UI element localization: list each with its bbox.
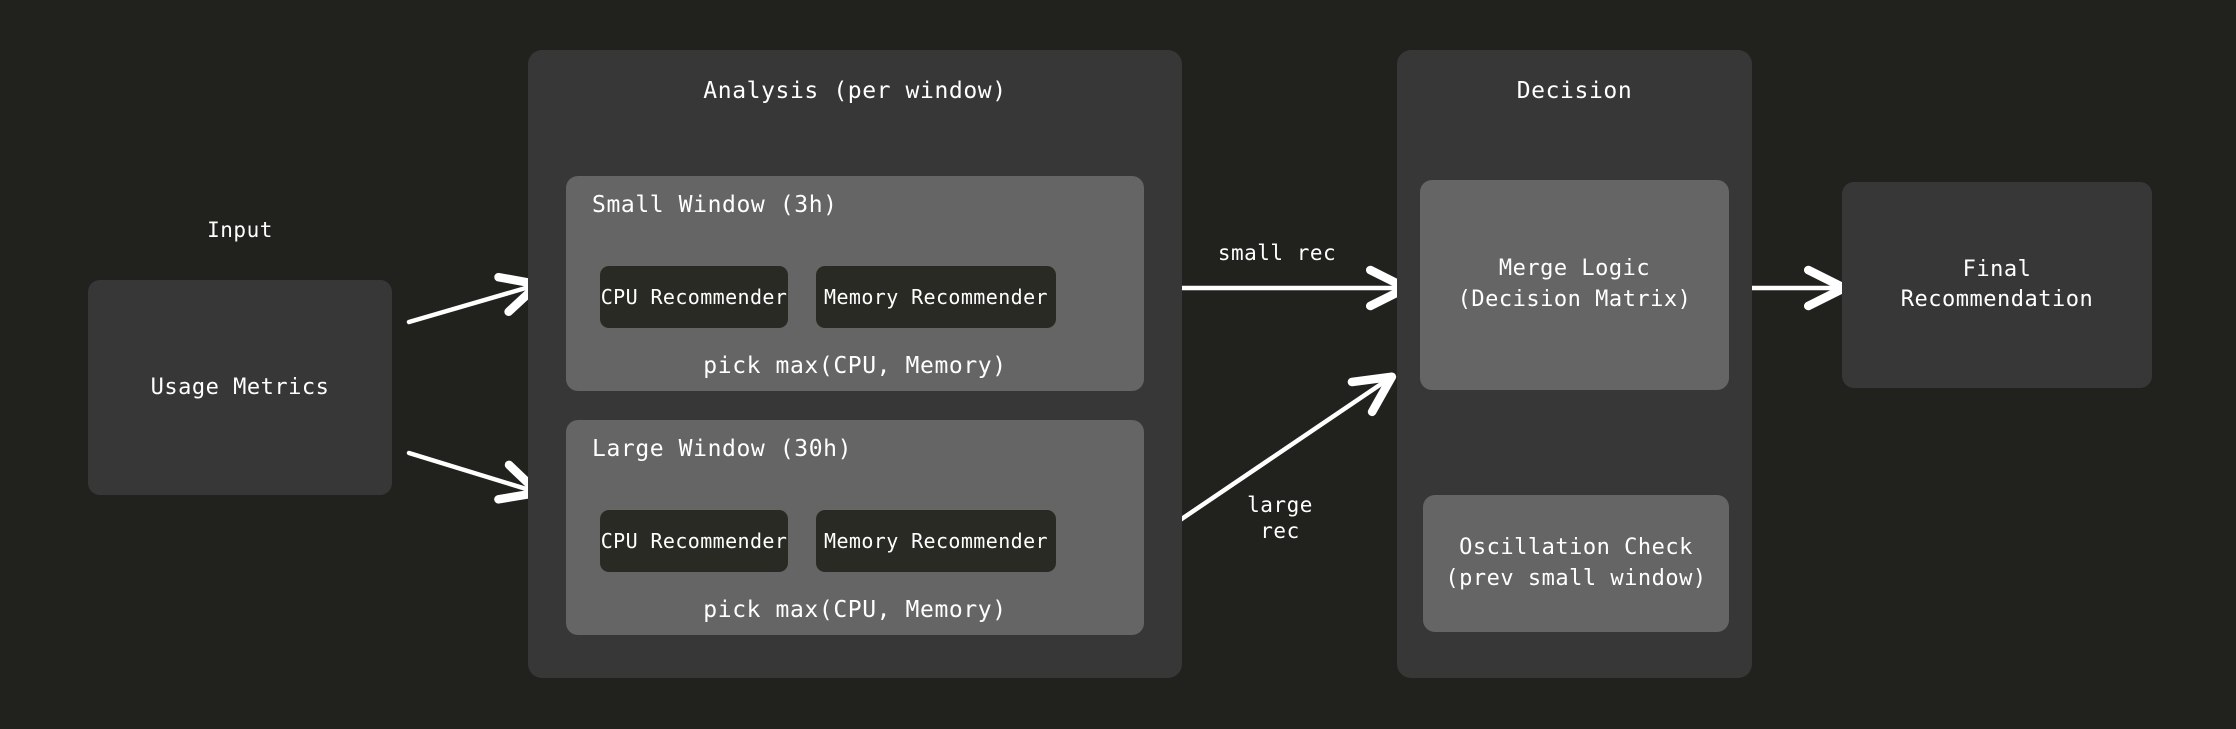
cluster-analysis-title: Analysis (per window) bbox=[703, 78, 1007, 104]
chip-large-cpu-recommender[interactable]: CPU Recommender bbox=[600, 510, 788, 572]
window-small-footer: pick max(CPU, Memory) bbox=[703, 353, 1007, 379]
node-oscillation-check[interactable]: Oscillation Check (prev small window) bbox=[1423, 495, 1729, 632]
chip-small-memory-recommender[interactable]: Memory Recommender bbox=[816, 266, 1056, 328]
edge-label-large-rec: large rec bbox=[1247, 493, 1313, 544]
edge-input-to-large-window bbox=[406, 450, 543, 504]
cluster-decision-title: Decision bbox=[1516, 78, 1633, 104]
window-large-title: Large Window (30h) bbox=[592, 436, 853, 462]
node-final-recommendation[interactable]: Final Recommendation bbox=[1842, 182, 2152, 388]
window-group-small: Small Window (3h) CPU Recommender Memory… bbox=[566, 176, 1144, 391]
node-usage-metrics[interactable]: Usage Metrics bbox=[88, 280, 392, 495]
edge-input-to-small-window bbox=[406, 272, 543, 325]
chip-large-memory-recommender[interactable]: Memory Recommender bbox=[816, 510, 1056, 572]
cluster-analysis: Analysis (per window) Small Window (3h) … bbox=[528, 50, 1182, 678]
window-group-large: Large Window (30h) CPU Recommender Memor… bbox=[566, 420, 1144, 635]
edge-label-small-rec: small rec bbox=[1217, 241, 1337, 265]
input-section-label: Input bbox=[207, 218, 273, 242]
window-large-footer: pick max(CPU, Memory) bbox=[703, 597, 1007, 623]
node-merge-logic[interactable]: Merge Logic (Decision Matrix) bbox=[1420, 180, 1729, 390]
cluster-decision: Decision Merge Logic (Decision Matrix) O… bbox=[1397, 50, 1752, 678]
chip-small-cpu-recommender[interactable]: CPU Recommender bbox=[600, 266, 788, 328]
window-small-title: Small Window (3h) bbox=[592, 192, 838, 218]
